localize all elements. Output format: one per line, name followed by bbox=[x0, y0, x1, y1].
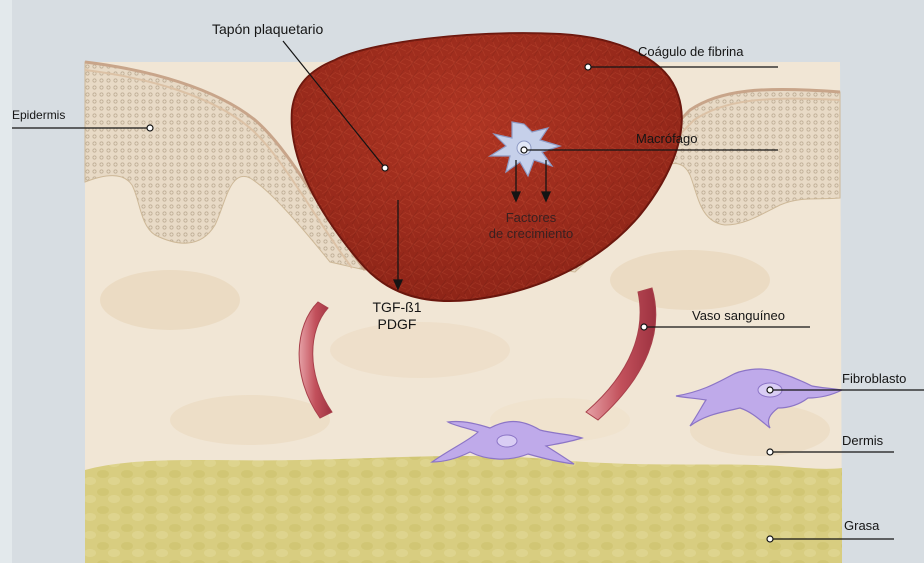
label-factores-line2: de crecimiento bbox=[466, 226, 596, 241]
fat-layer bbox=[85, 456, 842, 563]
label-coagulo-de-fibrina: Coágulo de fibrina bbox=[638, 44, 744, 59]
label-fibroblasto: Fibroblasto bbox=[842, 371, 924, 386]
label-factores-line1: Factores bbox=[486, 210, 576, 225]
label-tapon-plaquetario: Tapón plaquetario bbox=[212, 22, 323, 37]
label-vaso-sanguineo: Vaso sanguíneo bbox=[692, 308, 785, 323]
label-macrofago: Macrófago bbox=[636, 131, 697, 146]
label-tgf-b1: TGF-ß1 bbox=[362, 300, 432, 315]
page-margin-left bbox=[0, 0, 12, 563]
label-pdgf: PDGF bbox=[362, 317, 432, 332]
label-epidermis: Epidermis bbox=[12, 108, 65, 123]
label-dermis: Dermis bbox=[842, 433, 883, 448]
label-grasa: Grasa bbox=[844, 518, 879, 533]
